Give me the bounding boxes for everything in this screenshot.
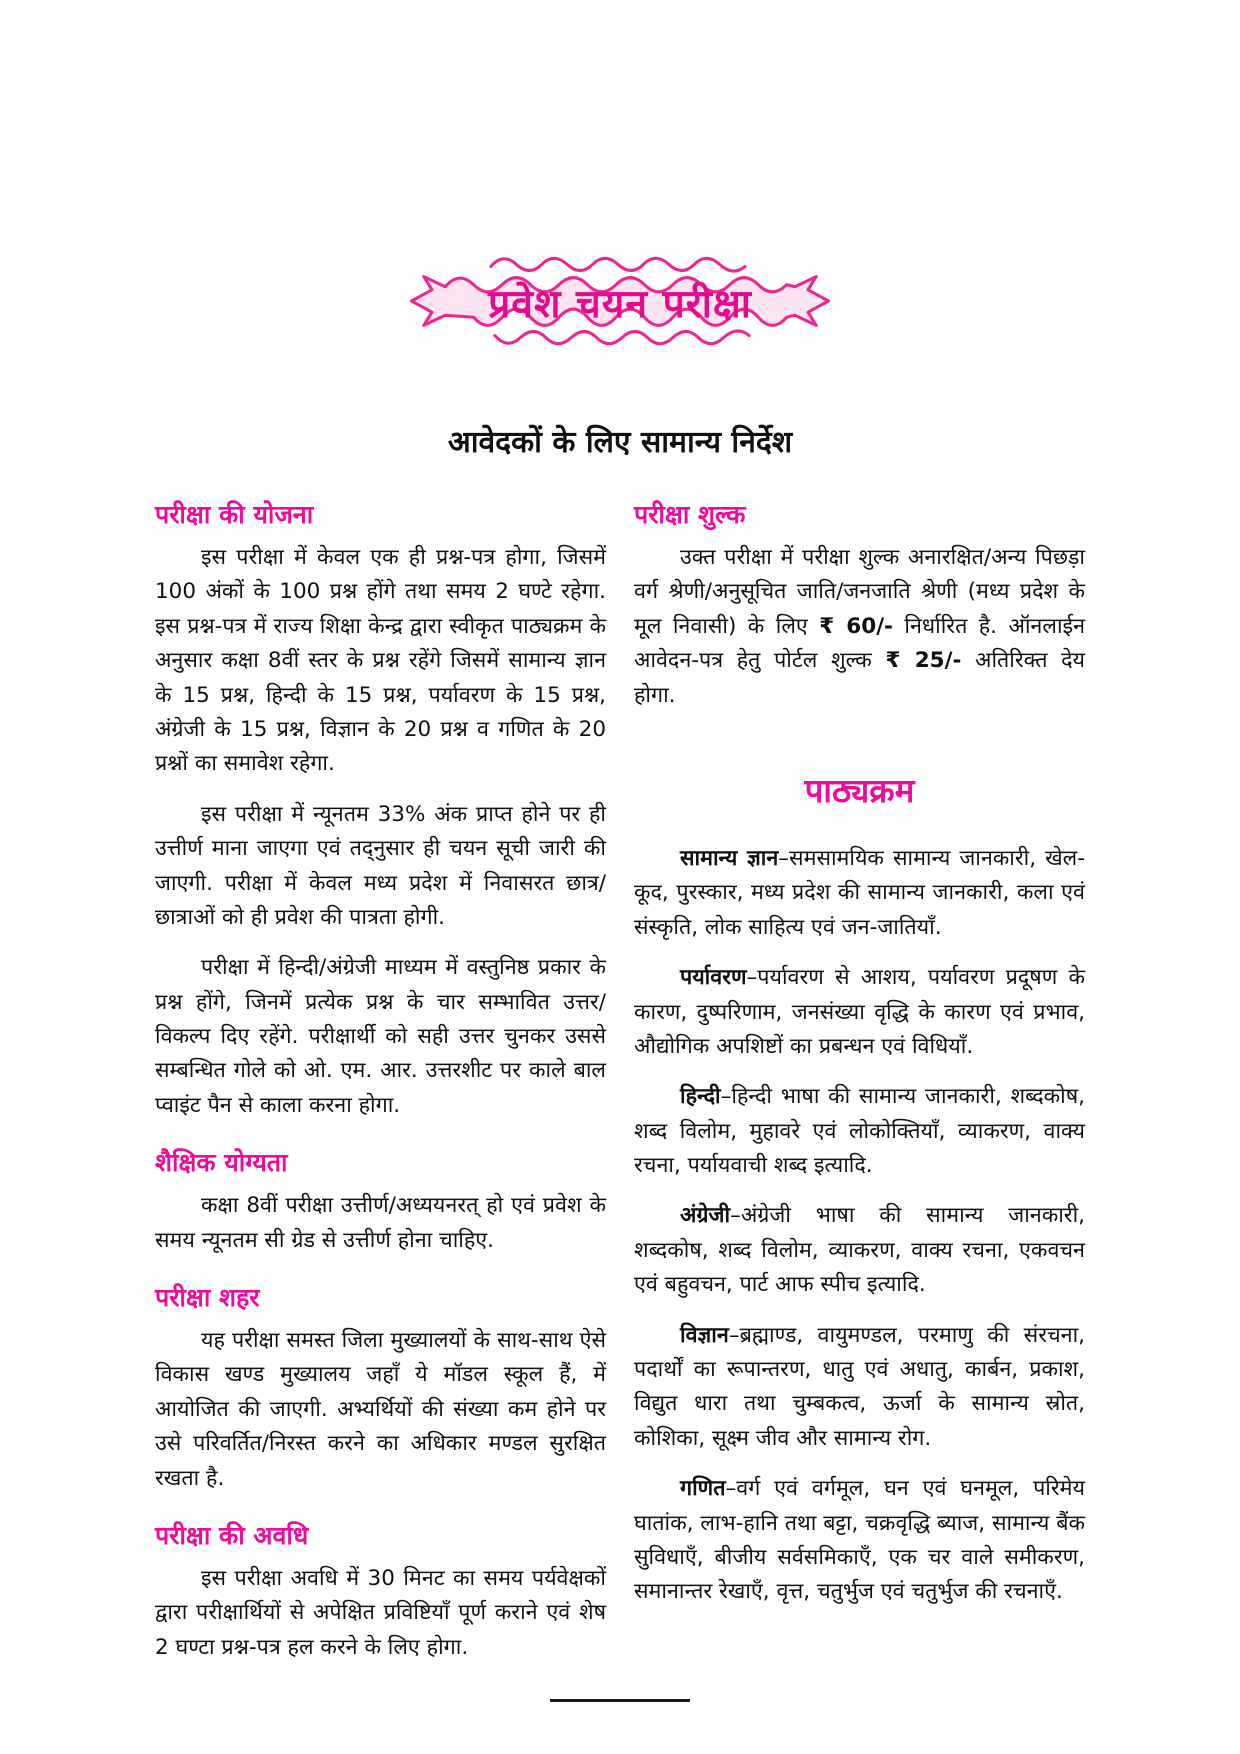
section-exam-city: परीक्षा शहर यह परीक्षा समस्त जिला मुख्या… <box>155 1280 606 1496</box>
syllabus-item: गणित–वर्ग एवं वर्गमूल, घन एवं घनमूल, परि… <box>634 1472 1085 1610</box>
syllabus-term: विज्ञान <box>680 1322 729 1348</box>
paragraph: यह परीक्षा समस्त जिला मुख्यालयों के साथ-… <box>155 1328 606 1491</box>
syllabus-term: पर्यावरण <box>680 965 747 991</box>
section-exam-fee: परीक्षा शुल्क उक्त परीक्षा में परीक्षा श… <box>634 497 1085 713</box>
paragraph: इस परीक्षा में केवल एक ही प्रश्न-पत्र हो… <box>155 545 606 777</box>
syllabus-item: सामान्य ज्ञान–समसामयिक सामान्य जानकारी, … <box>634 842 1085 945</box>
two-column-layout: परीक्षा की योजना इस परीक्षा में केवल एक … <box>155 497 1085 1665</box>
document-page: प्रवेश चयन परीक्षा आवेदकों के लिए सामान्… <box>155 0 1085 1703</box>
fee-amount-25: ₹ 25/- <box>885 648 962 674</box>
paragraph: उक्त परीक्षा में परीक्षा शुल्क अनारक्षित… <box>634 541 1085 713</box>
syllabus-desc: –वर्ग एवं वर्गमूल, घन एवं घनमूल, परिमेय … <box>634 1476 1085 1605</box>
end-divider <box>550 1699 690 1703</box>
syllabus-desc: –ब्रह्माण्ड, वायुमण्डल, परमाणु की संरचना… <box>634 1322 1085 1451</box>
paragraph: इस परीक्षा में न्यूनतम 33% अंक प्राप्त ह… <box>155 801 606 930</box>
section-heading-exam-duration: परीक्षा की अवधि <box>155 1520 309 1550</box>
syllabus-heading: पाठ्यक्रम <box>804 770 915 810</box>
section-exam-duration: परीक्षा की अवधि इस परीक्षा अवधि में 30 म… <box>155 1518 606 1665</box>
paragraph: कक्षा 8वीं परीक्षा उत्तीर्ण/अध्ययनरत् हो… <box>155 1193 606 1253</box>
syllabus-desc: –हिन्दी भाषा की सामान्य जानकारी, शब्दकोष… <box>634 1084 1085 1179</box>
fee-amount-60: ₹ 60/- <box>819 613 893 639</box>
section-heading-exam-plan: परीक्षा की योजना <box>155 500 314 529</box>
section-heading-exam-fee: परीक्षा शुल्क <box>634 500 746 529</box>
left-column: परीक्षा की योजना इस परीक्षा में केवल एक … <box>155 497 606 1665</box>
syllabus-item: अंग्रेजी–अंग्रेजी भाषा की सामान्य जानकार… <box>634 1199 1085 1302</box>
syllabus-term: सामान्य ज्ञान <box>680 845 779 871</box>
section-syllabus: पाठ्यक्रम सामान्य ज्ञान–समसामयिक सामान्य… <box>634 767 1085 1610</box>
banner-ribbon-icon <box>410 256 830 346</box>
fee-text: निर्धारित है. ऑनलाईन आवेदन-पत्र हेतु पोर… <box>634 613 1086 674</box>
right-column: परीक्षा शुल्क उक्त परीक्षा में परीक्षा श… <box>634 497 1085 1665</box>
section-heading-exam-city: परीक्षा शहर <box>155 1283 260 1313</box>
syllabus-item: हिन्दी–हिन्दी भाषा की सामान्य जानकारी, श… <box>634 1080 1085 1183</box>
fee-text: अतिरिक्त देय होगा. <box>634 648 1085 708</box>
syllabus-item: विज्ञान–ब्रह्माण्ड, वायुमण्डल, परमाणु की… <box>634 1319 1085 1457</box>
syllabus-desc: –समसामयिक सामान्य जानकारी, खेल-कूद, पुरस… <box>634 845 1085 940</box>
section-heading-educational-qualification: शैक्षिक योग्यता <box>155 1148 288 1178</box>
section-educational-qualification: शैक्षिक योग्यता कक्षा 8वीं परीक्षा उत्ती… <box>155 1145 606 1258</box>
syllabus-item: पर्यावरण–पर्यावरण से आशय, पर्यावरण प्रदू… <box>634 961 1085 1064</box>
page-title: आवेदकों के लिए सामान्य निर्देश <box>447 425 793 460</box>
syllabus-desc: –पर्यावरण से आशय, पर्यावरण प्रदूषण के का… <box>634 965 1085 1059</box>
syllabus-term: हिन्दी <box>680 1084 721 1110</box>
section-exam-plan: परीक्षा की योजना इस परीक्षा में केवल एक … <box>155 497 606 1123</box>
fee-text: उक्त परीक्षा में परीक्षा शुल्क अनारक्षित… <box>634 545 1085 639</box>
paragraph: इस परीक्षा अवधि में 30 मिनट का समय पर्यव… <box>155 1565 606 1660</box>
syllabus-desc: –अंग्रेजी भाषा की सामान्य जानकारी, शब्दक… <box>634 1203 1085 1298</box>
title-banner: प्रवेश चयन परीक्षा <box>400 240 840 362</box>
paragraph: परीक्षा में हिन्दी/अंग्रेजी माध्यम में व… <box>155 955 606 1118</box>
syllabus-term: गणित <box>680 1476 726 1502</box>
syllabus-term: अंग्रेजी <box>680 1203 731 1229</box>
banner-title: प्रवेश चयन परीक्षा <box>488 282 752 327</box>
